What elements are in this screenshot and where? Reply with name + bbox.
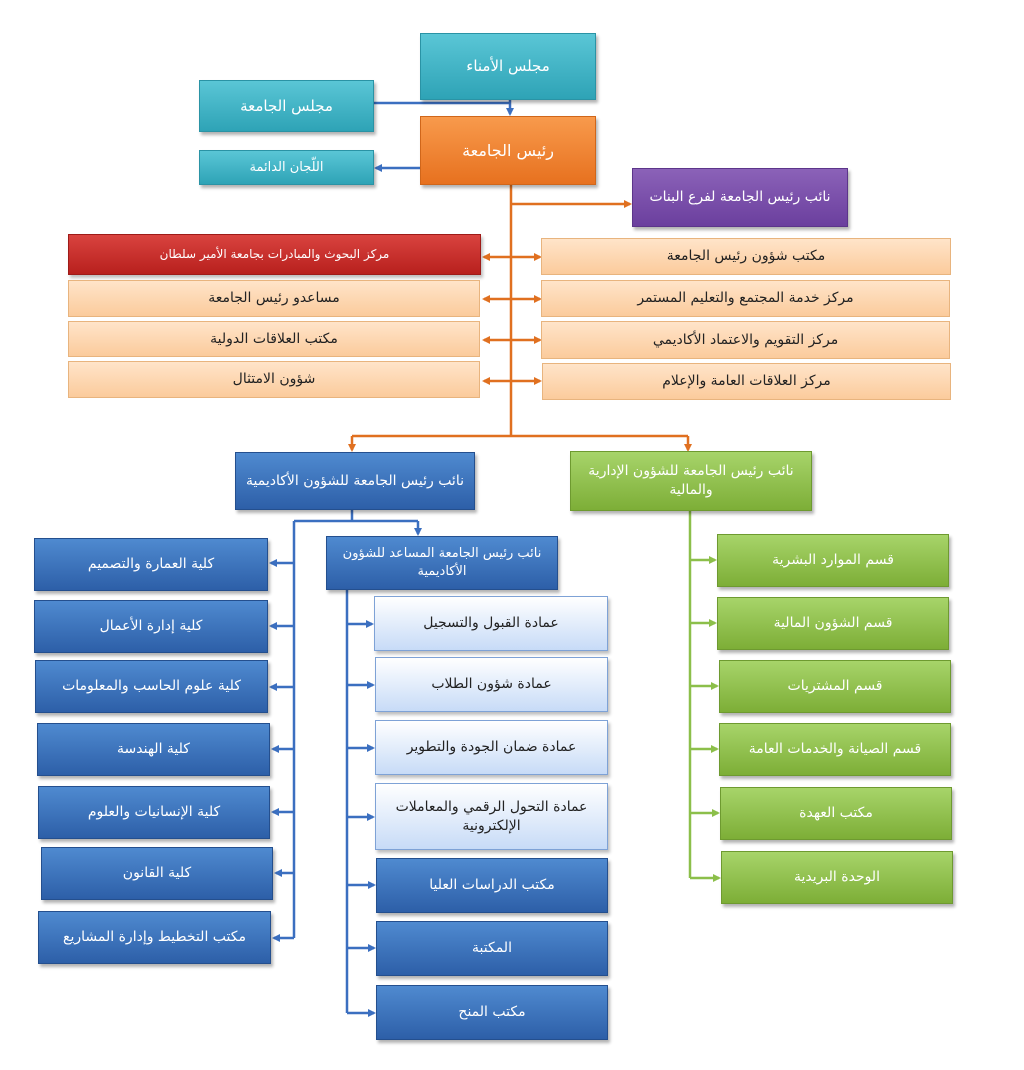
dept-procurement: قسم المشتريات — [719, 660, 951, 713]
office-scholarships: مكتب المنح — [376, 985, 608, 1040]
dept-maintenance: قسم الصيانة والخدمات العامة — [719, 723, 951, 776]
college-architecture: كلية العمارة والتصميم — [34, 538, 268, 591]
deanship-quality: عمادة ضمان الجودة والتطوير — [375, 720, 608, 775]
office-president-affairs: مكتب شؤون رئيس الجامعة — [541, 238, 951, 275]
research-center: مركز البحوث والمبادرات بجامعة الأمير سلط… — [68, 234, 481, 275]
library: المكتبة — [376, 921, 608, 976]
dept-human-resources: قسم الموارد البشرية — [717, 534, 949, 587]
deanship-digital-transformation: عمادة التحول الرقمي والمعاملات الإلكترون… — [375, 783, 608, 850]
office-graduate-studies: مكتب الدراسات العليا — [376, 858, 608, 913]
international-relations: مكتب العلاقات الدولية — [68, 321, 480, 357]
university-council: مجلس الجامعة — [199, 80, 374, 132]
postal-unit: الوحدة البريدية — [721, 851, 953, 904]
president-assistants: مساعدو رئيس الجامعة — [68, 280, 480, 317]
college-engineering: كلية الهندسة — [37, 723, 270, 776]
assistant-academic-vp: نائب رئيس الجامعة المساعد للشؤون الأكادي… — [326, 536, 558, 590]
university-president: رئيس الجامعة — [420, 116, 596, 185]
deanship-admission: عمادة القبول والتسجيل — [374, 596, 608, 651]
compliance-affairs: شؤون الامتثال — [68, 361, 480, 398]
office-planning-projects: مكتب التخطيط وإدارة المشاريع — [38, 911, 271, 964]
trustees-board: مجلس الأمناء — [420, 33, 596, 100]
office-academic-accreditation: مركز التقويم والاعتماد الأكاديمي — [541, 321, 950, 359]
standing-committees: اللّجان الدائمة — [199, 150, 374, 185]
college-law: كلية القانون — [41, 847, 273, 900]
office-custody: مكتب العهدة — [720, 787, 952, 840]
college-computer-science: كلية علوم الحاسب والمعلومات — [35, 660, 268, 713]
office-public-relations: مركز العلاقات العامة والإعلام — [542, 363, 951, 400]
academic-vp: نائب رئيس الجامعة للشؤون الأكاديمية — [235, 452, 475, 510]
deanship-student-affairs: عمادة شؤون الطلاب — [375, 657, 608, 712]
women-branch-vp: نائب رئيس الجامعة لفرع البنات — [632, 168, 848, 227]
admin-finance-vp: نائب رئيس الجامعة للشؤون الإدارية والمال… — [570, 451, 812, 511]
dept-finance: قسم الشؤون المالية — [717, 597, 949, 650]
college-humanities: كلية الإنسانيات والعلوم — [38, 786, 270, 839]
office-community-service: مركز خدمة المجتمع والتعليم المستمر — [541, 280, 950, 317]
college-business: كلية إدارة الأعمال — [34, 600, 268, 653]
